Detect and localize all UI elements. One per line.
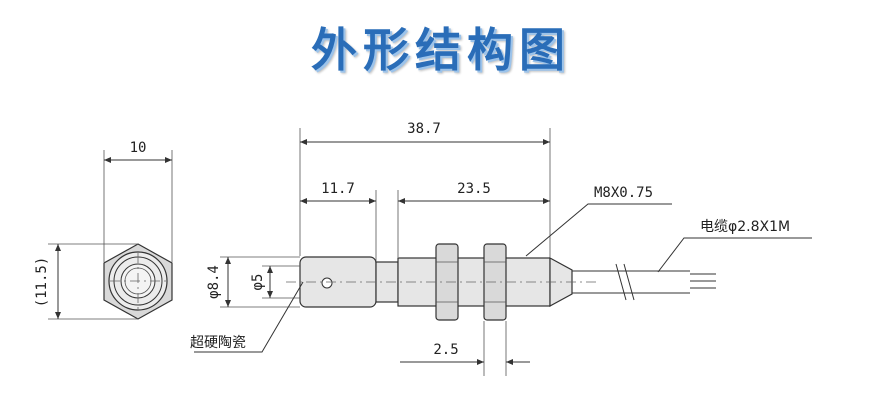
label-thread: M8X0.75 xyxy=(594,185,653,201)
dim-body-diameter: φ8.4 xyxy=(206,265,222,299)
front-view: 10 (11.5) xyxy=(34,140,173,320)
dim-thread-length: 23.5 xyxy=(457,181,491,197)
dim-nut-offset: 2.5 xyxy=(433,342,458,358)
dim-head-length: 11.7 xyxy=(321,181,355,197)
dim-total-length: 38.7 xyxy=(407,121,441,137)
dim-front-height: (11.5) xyxy=(34,257,50,308)
dim-front-width: 10 xyxy=(130,140,147,156)
label-cable: 电缆φ2.8X1M xyxy=(700,219,790,235)
label-material: 超硬陶瓷 xyxy=(190,335,246,351)
side-view: 38.7 11.7 23.5 2.5 φ8.4 φ5 M8X0.75 电缆φ2.… xyxy=(190,121,812,376)
page-title: 外形结构图 xyxy=(311,23,571,77)
dim-tip-diameter: φ5 xyxy=(250,274,266,291)
